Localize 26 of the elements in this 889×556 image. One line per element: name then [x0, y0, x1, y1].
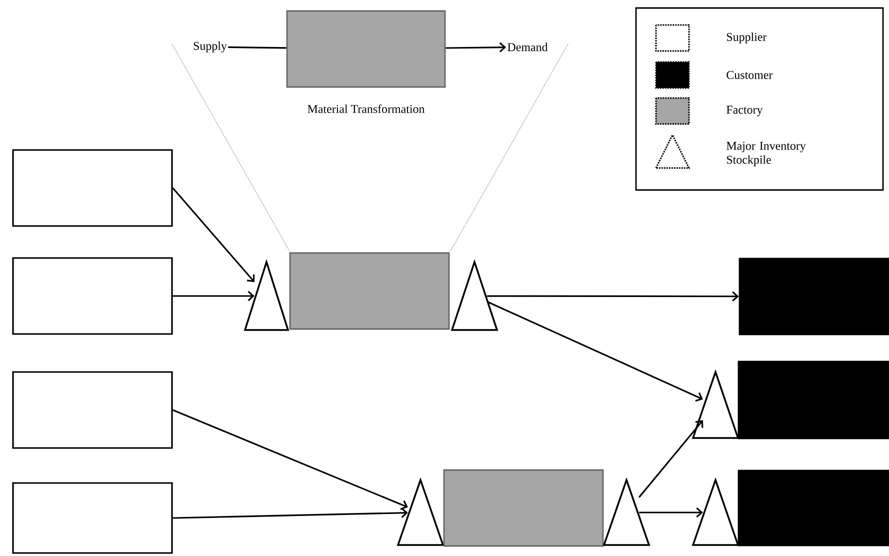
legend-label: Major Inventory Stockpile: [726, 142, 806, 166]
arrow: [639, 507, 703, 518]
customer-box: [738, 360, 889, 440]
supplier-box: [12, 482, 173, 554]
supplier-box: [12, 371, 173, 449]
legend-label: Factory: [726, 106, 763, 116]
factory-box: [289, 252, 450, 330]
supplier-box: [12, 149, 173, 227]
customer-box: [738, 258, 889, 336]
arrow: [172, 187, 255, 282]
flow-label: Supply: [194, 42, 227, 52]
legend-label: Supplier: [727, 32, 767, 44]
arrow: [172, 290, 254, 302]
legend-label: Customer: [726, 70, 773, 79]
arrow: [446, 42, 506, 52]
flow-label: Demand: [508, 42, 548, 52]
arrow: [487, 291, 739, 302]
customer-box: [738, 470, 889, 546]
factory-box: [443, 469, 604, 547]
arrow: [486, 300, 703, 402]
arrow: [638, 420, 704, 498]
node-label: Material Transformation: [308, 104, 425, 114]
arrow: [172, 409, 408, 510]
factory-box: [286, 10, 446, 88]
supplier-box: [12, 257, 173, 335]
arrow: [172, 508, 408, 519]
